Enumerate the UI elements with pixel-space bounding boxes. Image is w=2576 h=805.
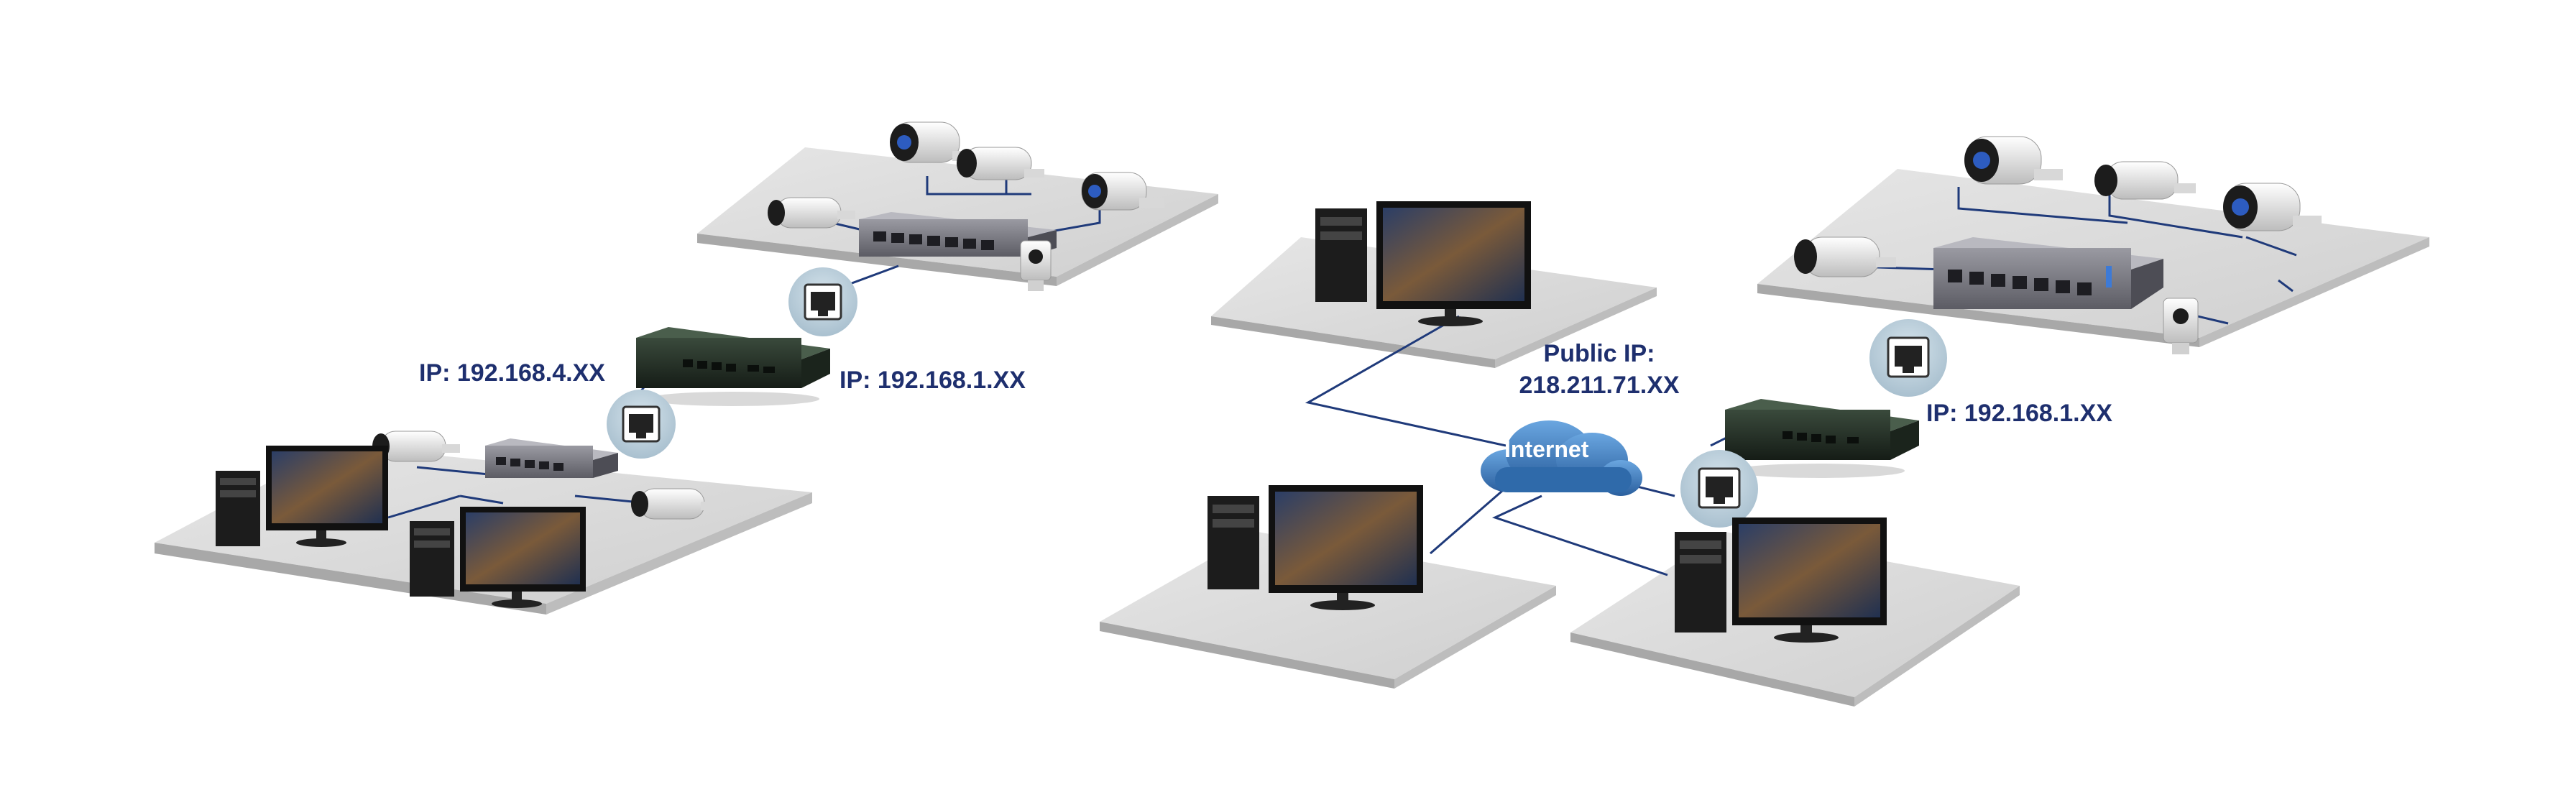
bullet-camera-icon: [2094, 161, 2196, 200]
computer-workstation-icon: [410, 507, 586, 608]
ethernet-port-icon: [1680, 450, 1758, 528]
bullet-camera-icon: [1794, 236, 1896, 277]
cube-camera-icon: [1020, 240, 1052, 291]
bullet-camera-icon: [768, 197, 855, 229]
computer-workstation-icon: [1208, 485, 1423, 610]
cube-camera-icon: [2163, 298, 2199, 354]
nvr-device-right: [1725, 399, 1919, 478]
internet-cloud-icon: [1481, 420, 1642, 496]
network-switch-left-top: [859, 212, 1057, 257]
bullet-camera-icon: [957, 147, 1044, 180]
ethernet-port-icon: [607, 390, 676, 459]
computer-workstation-icon: [1315, 201, 1531, 326]
computer-workstation-icon: [216, 446, 388, 547]
network-switch-left-bottom: [485, 438, 618, 478]
public-ip-label: Public IP: 218.211.71.XX: [1517, 338, 1682, 401]
computer-workstation-icon: [1675, 518, 1887, 643]
ip-label-left-lan: IP: 192.168.4.XX: [419, 359, 605, 387]
bullet-camera-icon: [1964, 136, 2063, 185]
bullet-camera-icon: [2223, 183, 2322, 231]
internet-label: Internet: [1504, 436, 1589, 462]
ip-label-right-wan: IP: 192.168.1.XX: [1926, 400, 2112, 427]
nvr-device-left: [636, 327, 830, 406]
bullet-camera-icon: [631, 488, 719, 520]
network-switch-right: [1933, 237, 2163, 309]
public-ip-value: 218.211.71.XX: [1519, 372, 1680, 399]
ethernet-port-icon: [1869, 319, 1947, 397]
ethernet-port-icon: [788, 267, 857, 336]
bullet-camera-icon: [1081, 172, 1164, 211]
public-ip-title: Public IP:: [1543, 340, 1655, 367]
ip-label-left-wan: IP: 192.168.1.XX: [840, 367, 1026, 394]
